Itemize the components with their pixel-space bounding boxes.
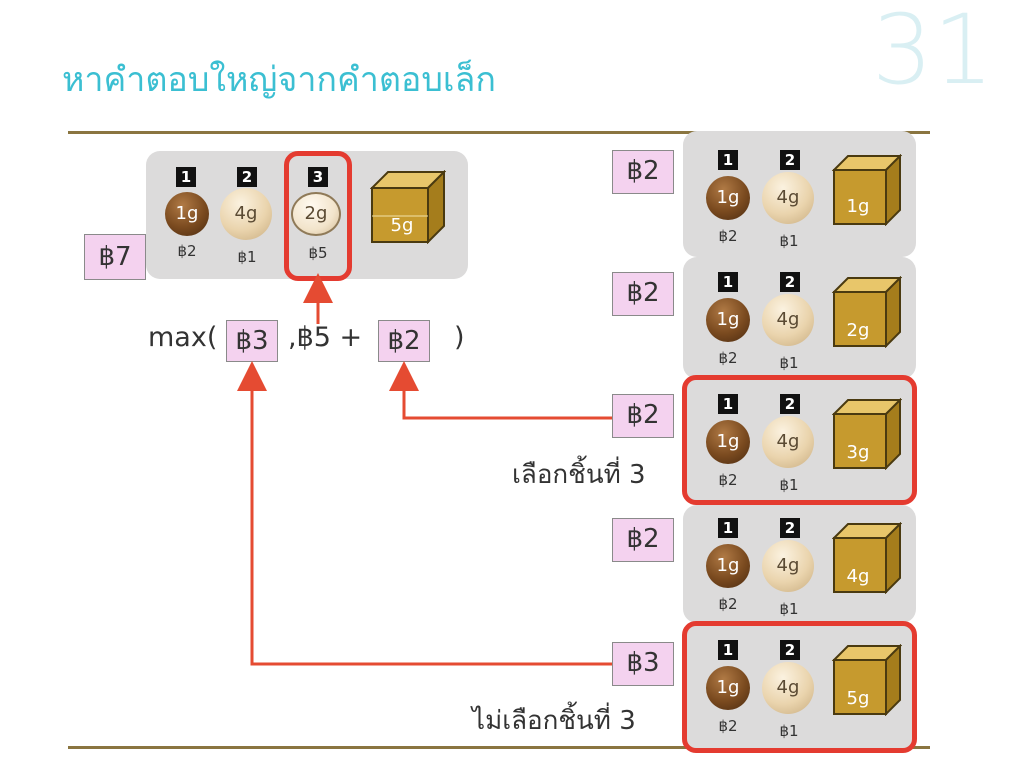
sub-panel-5-item-2-price: ฿1: [779, 722, 799, 740]
sub-panel-2-item-2-badge: 2: [780, 272, 800, 292]
item-3-ball: 2g: [291, 192, 341, 236]
item-2-price: ฿1: [237, 248, 257, 266]
item-3-price: ฿5: [308, 244, 328, 262]
sub-panel-5-value: ฿3: [612, 642, 674, 686]
sub-panel-5-item-2-badge: 2: [780, 640, 800, 660]
formula-suffix: ): [454, 322, 465, 353]
sub-panel-2-item-1-badge: 1: [718, 272, 738, 292]
sub-panel-3-cube: [832, 398, 902, 470]
bottom-rule: [68, 746, 930, 749]
sub-panel-5-item-2-ball: 4g: [762, 662, 814, 714]
sub-panel-1-item-2-badge: 2: [780, 150, 800, 170]
item-1-badge: 1: [176, 167, 196, 187]
item-2-ball: 4g: [220, 188, 272, 240]
sub-panel-3-item-1-price: ฿2: [718, 471, 738, 489]
sub-panel-3-highlight: [682, 375, 917, 505]
sub-panel-4-item-1-badge: 1: [718, 518, 738, 538]
sub-panel-1-item-2-ball: 4g: [762, 172, 814, 224]
formula-second-box: ฿2: [378, 320, 430, 362]
sub-panel-2-cube: [832, 276, 902, 348]
sub-panel-1-item-1-badge: 1: [718, 150, 738, 170]
sub-panel-4-cube: [832, 522, 902, 594]
sub-panel-4-item-2-price: ฿1: [779, 600, 799, 618]
sub-panel-5-item-1-badge: 1: [718, 640, 738, 660]
sub-panel-5-capacity: 5g: [846, 688, 870, 709]
sub-panel-5-highlight: [682, 621, 917, 753]
sub-panel-5-caption: ไม่เลือกชิ้นที่ 3: [472, 706, 636, 736]
sub-panel-2-item-2-price: ฿1: [779, 354, 799, 372]
sub-panel-1-cube: [832, 154, 902, 226]
top-rule: [68, 131, 930, 134]
slide-title: หาคำตอบใหญ่จากคำตอบเล็ก: [62, 60, 496, 100]
arrow-skip-item-3: [237, 361, 612, 666]
left-capacity-label: 5g: [390, 215, 414, 236]
item-1-price: ฿2: [177, 242, 197, 260]
sub-panel-5-item-1-price: ฿2: [718, 717, 738, 735]
arrow-choose-item-3: [389, 361, 612, 420]
sub-panel-2-item-1-price: ฿2: [718, 349, 738, 367]
sub-panel-4-item-2-badge: 2: [780, 518, 800, 538]
sub-panel-3-item-1-ball: 1g: [706, 420, 750, 464]
sub-panel-2-item-2-ball: 4g: [762, 294, 814, 346]
sub-panel-1-item-1-price: ฿2: [718, 227, 738, 245]
left-total-box: ฿7: [84, 234, 146, 280]
sub-panel-5-cube: [832, 644, 902, 716]
sub-panel-3-item-2-badge: 2: [780, 394, 800, 414]
page-number: 31: [871, 0, 994, 106]
sub-panel-5-item-1-ball: 1g: [706, 666, 750, 710]
sub-panel-3-capacity: 3g: [846, 442, 870, 463]
sub-panel-3-value: ฿2: [612, 394, 674, 438]
sub-panel-4-item-2-ball: 4g: [762, 540, 814, 592]
sub-panel-1-value: ฿2: [612, 150, 674, 194]
sub-panel-4-capacity: 4g: [846, 566, 870, 587]
item-2-badge: 2: [237, 167, 257, 187]
item-1-ball: 1g: [165, 192, 209, 236]
sub-panel-4-item-1-price: ฿2: [718, 595, 738, 613]
formula-first-box: ฿3: [226, 320, 278, 362]
sub-panel-4-value: ฿2: [612, 518, 674, 562]
sub-panel-3-item-2-price: ฿1: [779, 476, 799, 494]
sub-panel-4-item-1-ball: 1g: [706, 544, 750, 588]
sub-panel-1-capacity: 1g: [846, 196, 870, 217]
left-capacity-cube: [370, 170, 446, 244]
sub-panel-1-item-2-price: ฿1: [779, 232, 799, 250]
sub-panel-2-value: ฿2: [612, 272, 674, 316]
sub-panel-3-item-2-ball: 4g: [762, 416, 814, 468]
sub-panel-2-capacity: 2g: [846, 320, 870, 341]
formula-middle: ,฿5 +: [288, 322, 363, 353]
sub-panel-3-item-1-badge: 1: [718, 394, 738, 414]
item-3-badge: 3: [308, 167, 328, 187]
sub-panel-1-item-1-ball: 1g: [706, 176, 750, 220]
formula-prefix: max(: [148, 322, 218, 353]
sub-panel-2-item-1-ball: 1g: [706, 298, 750, 342]
sub-panel-3-caption: เลือกชิ้นที่ 3: [512, 460, 646, 490]
